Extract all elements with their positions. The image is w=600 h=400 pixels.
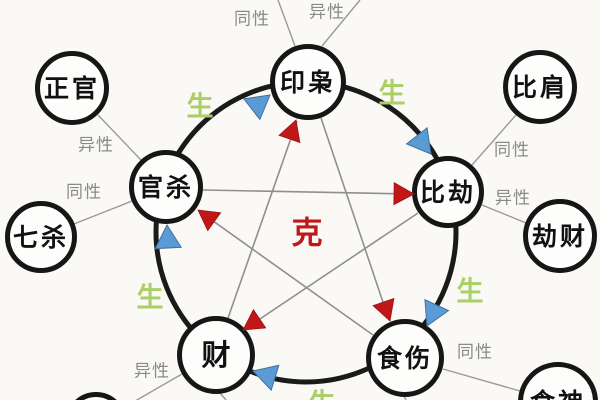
overcome-line-guansha-to-bijie bbox=[202, 189, 413, 195]
node-guansha-label: 官杀 bbox=[137, 172, 194, 202]
node-yinxiao: 印枭 bbox=[270, 44, 346, 120]
pair-label-yinxiao-same: 同性 bbox=[234, 9, 270, 30]
connector-shishen-shishang bbox=[442, 368, 521, 392]
node-yinxiao-label: 印枭 bbox=[279, 67, 336, 97]
node-cai: 财 bbox=[177, 316, 255, 394]
node-shishang-label: 食伤 bbox=[376, 343, 433, 373]
node-bijie-label: 比劫 bbox=[419, 177, 476, 207]
pair-label-qisha: 同性 bbox=[66, 182, 102, 203]
node-shishen-label: 食神 bbox=[530, 390, 586, 400]
node-shishang: 食伤 bbox=[366, 319, 444, 397]
node-bijian-label: 比肩 bbox=[511, 72, 568, 102]
generate-label-bijie-shishang: 生 bbox=[456, 276, 484, 308]
node-bijian: 比肩 bbox=[503, 50, 577, 124]
pair-label-bijian: 同性 bbox=[494, 140, 530, 161]
pair-label-yinxiao-diff: 异性 bbox=[309, 2, 345, 23]
pair-label-cai-diff: 异性 bbox=[134, 361, 170, 382]
connector-yinxiao-up-right bbox=[321, 0, 361, 47]
pair-label-jiecai: 异性 bbox=[495, 188, 531, 209]
connector-cai-down bbox=[219, 392, 227, 400]
generate-label-yinxiao-bijie: 生 bbox=[378, 78, 406, 110]
node-qisha-label: 七杀 bbox=[12, 222, 69, 252]
node-guansha: 官杀 bbox=[129, 150, 203, 224]
pair-label-shishen: 同性 bbox=[457, 342, 493, 363]
generate-label-cai-guansha: 生 bbox=[136, 282, 164, 314]
connector-bottomleft-cai bbox=[135, 373, 183, 400]
overcome-line-yinxiao-to-shishang bbox=[320, 117, 390, 321]
overcome-line-bijie-to-cai bbox=[244, 212, 419, 330]
generate-label-guansha-yinxiao: 生 bbox=[186, 91, 214, 123]
node-qisha: 七杀 bbox=[5, 201, 77, 273]
pair-label-zhengguan: 异性 bbox=[78, 135, 114, 156]
connector-qisha-guansha bbox=[73, 200, 133, 225]
overcome-center-label: 克 bbox=[291, 215, 323, 252]
overcome-line-cai-to-yinxiao bbox=[227, 120, 298, 319]
overcome-line-shishang-to-guansha bbox=[198, 210, 374, 336]
node-zhengguan: 正官 bbox=[35, 51, 109, 125]
connector-zhengguan-guansha bbox=[97, 114, 142, 161]
node-jiecai: 劫财 bbox=[523, 199, 597, 273]
generate-label-shishang-cai: 生 bbox=[309, 382, 336, 400]
node-jiecai-label: 劫财 bbox=[531, 221, 588, 251]
connector-yinxiao-up-left bbox=[277, 0, 296, 47]
node-zhengguan-label: 正官 bbox=[43, 73, 100, 103]
node-bijie: 比劫 bbox=[412, 156, 484, 228]
node-cai-label: 财 bbox=[201, 337, 231, 372]
connector-jiecai-bijie bbox=[481, 204, 527, 224]
connector-bijian-bijie bbox=[471, 114, 517, 166]
